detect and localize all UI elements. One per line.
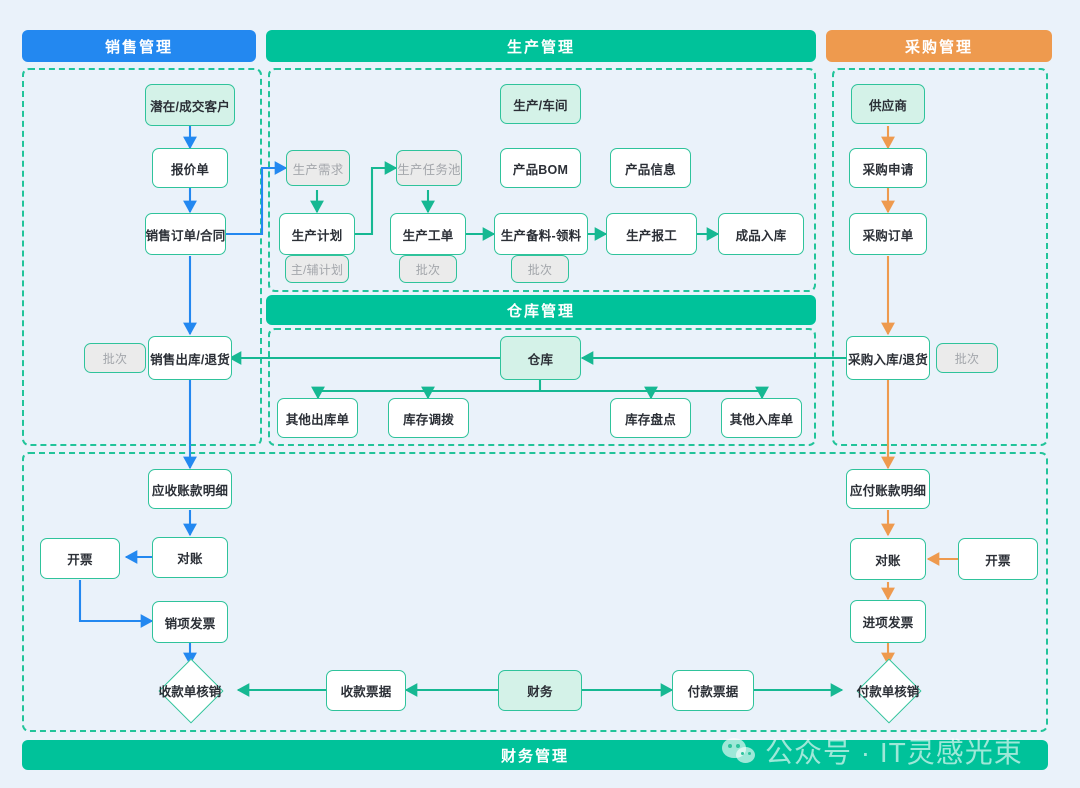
node-purchase-request[interactable]: 采购申请 bbox=[849, 148, 927, 188]
node-ap-detail[interactable]: 应付账款明细 bbox=[846, 469, 930, 509]
node-sales-outbound[interactable]: 销售出库/退货 bbox=[148, 336, 232, 380]
node-stock-count[interactable]: 库存盘点 bbox=[610, 398, 691, 438]
node-supplier[interactable]: 供应商 bbox=[851, 84, 925, 124]
node-fg-inbound[interactable]: 成品入库 bbox=[718, 213, 804, 255]
tag-work-order-batch: 批次 bbox=[399, 255, 457, 283]
node-task-pool[interactable]: 生产任务池 bbox=[396, 150, 462, 186]
node-ar-reconcile[interactable]: 对账 bbox=[152, 537, 228, 578]
node-label: 收款单核销 bbox=[158, 684, 222, 699]
node-purchase-inbound[interactable]: 采购入库/退货 bbox=[846, 336, 930, 380]
node-stock-transfer[interactable]: 库存调拨 bbox=[388, 398, 469, 438]
tag-purchase-batch: 批次 bbox=[936, 343, 998, 373]
group-sales bbox=[22, 68, 262, 446]
node-material-prepare[interactable]: 生产备料-领料 bbox=[494, 213, 588, 255]
node-potential-customer[interactable]: 潜在/成交客户 bbox=[145, 84, 235, 126]
node-product-bom[interactable]: 产品BOM bbox=[500, 148, 581, 188]
header-production: 生产管理 bbox=[266, 30, 816, 62]
node-work-order[interactable]: 生产工单 bbox=[390, 213, 466, 255]
node-ar-invoicing[interactable]: 开票 bbox=[40, 538, 120, 579]
node-receipt-voucher[interactable]: 收款票据 bbox=[326, 670, 406, 711]
node-quotation[interactable]: 报价单 bbox=[152, 148, 228, 188]
node-ar-settlement[interactable]: 收款单核销 bbox=[140, 658, 240, 724]
header-warehouse: 仓库管理 bbox=[266, 295, 816, 325]
node-product-info[interactable]: 产品信息 bbox=[610, 148, 691, 188]
header-purchase: 采购管理 bbox=[826, 30, 1052, 62]
header-sales: 销售管理 bbox=[22, 30, 256, 62]
node-output-invoice[interactable]: 销项发票 bbox=[152, 601, 228, 643]
node-payment-voucher[interactable]: 付款票据 bbox=[672, 670, 754, 711]
node-workshop[interactable]: 生产/车间 bbox=[500, 84, 581, 124]
tag-sales-batch: 批次 bbox=[84, 343, 146, 373]
group-finance bbox=[22, 452, 1048, 732]
node-production-plan[interactable]: 生产计划 bbox=[279, 213, 355, 255]
node-ap-reconcile[interactable]: 对账 bbox=[850, 538, 926, 580]
node-ar-detail[interactable]: 应收账款明细 bbox=[148, 469, 232, 509]
node-treasury[interactable]: 财务 bbox=[498, 670, 582, 711]
node-purchase-order[interactable]: 采购订单 bbox=[849, 213, 927, 255]
group-purchase bbox=[832, 68, 1048, 446]
group-warehouse bbox=[268, 328, 816, 446]
node-work-report[interactable]: 生产报工 bbox=[606, 213, 697, 255]
header-finance: 财务管理 bbox=[22, 740, 1048, 770]
node-warehouse[interactable]: 仓库 bbox=[500, 336, 581, 380]
node-ap-invoicing[interactable]: 开票 bbox=[958, 538, 1038, 580]
node-input-invoice[interactable]: 进项发票 bbox=[850, 600, 926, 643]
node-production-demand[interactable]: 生产需求 bbox=[286, 150, 350, 186]
tag-main-aux-plan: 主/辅计划 bbox=[285, 255, 349, 283]
node-ap-settlement[interactable]: 付款单核销 bbox=[838, 658, 938, 724]
node-label: 付款单核销 bbox=[856, 684, 920, 699]
tag-prepare-batch: 批次 bbox=[511, 255, 569, 283]
node-other-inbound[interactable]: 其他入库单 bbox=[721, 398, 802, 438]
node-sales-order[interactable]: 销售订单/合同 bbox=[145, 213, 226, 255]
group-production bbox=[268, 68, 816, 292]
node-other-outbound[interactable]: 其他出库单 bbox=[277, 398, 358, 438]
